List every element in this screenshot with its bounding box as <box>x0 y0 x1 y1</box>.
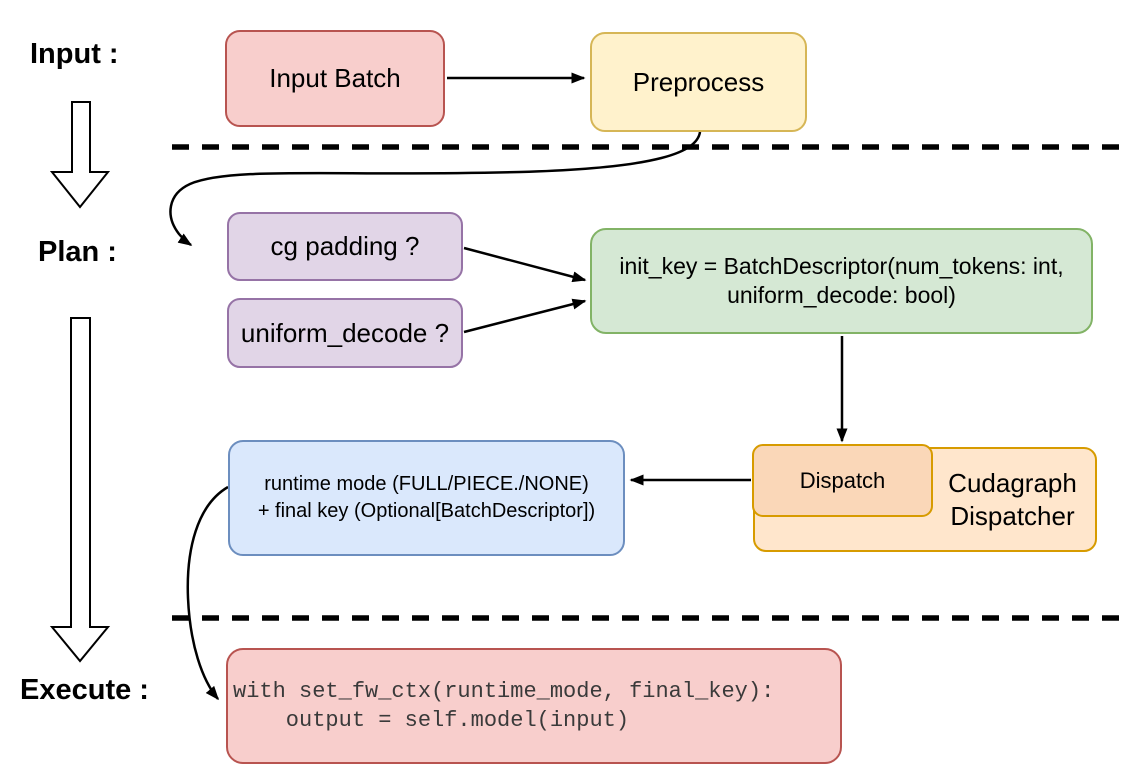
node-execute-code-line2: output = self.model(input) <box>233 708 630 733</box>
node-runtime-mode: runtime mode (FULL/PIECE./NONE) + final … <box>228 440 625 556</box>
node-runtime-mode-line1: runtime mode (FULL/PIECE./NONE) <box>264 473 589 495</box>
node-input-batch: Input Batch <box>225 30 445 127</box>
node-cudagraph-dispatcher-line2: Dispatcher <box>950 500 1075 531</box>
arrow-uniform-decode-to-init-key <box>463 298 587 334</box>
node-cudagraph-dispatcher-line1: Cudagraph <box>948 467 1077 498</box>
stage-label-execute: Execute : <box>20 674 149 706</box>
stage-label-plan: Plan : <box>38 236 117 268</box>
node-uniform-decode-label: uniform_decode ? <box>240 317 450 348</box>
node-cudagraph-dispatcher-label: Cudagraph Dispatcher <box>935 449 1090 550</box>
node-runtime-mode-line2: + final key (Optional[BatchDescriptor]) <box>257 500 596 522</box>
node-init-key: init_key = BatchDescriptor(num_tokens: i… <box>590 228 1093 334</box>
node-execute-code: with set_fw_ctx(runtime_mode, final_key)… <box>226 648 842 764</box>
node-preprocess-label: Preprocess <box>632 66 765 97</box>
curve-preprocess-to-cg-padding <box>169 131 702 247</box>
node-dispatch-label: Dispatch <box>799 467 886 493</box>
node-execute-code-line1: with set_fw_ctx(runtime_mode, final_key)… <box>233 679 775 704</box>
arrow-cg-padding-to-init-key <box>463 246 587 283</box>
node-init-key-line2: uniform_decode: bool) <box>727 282 956 308</box>
node-uniform-decode: uniform_decode ? <box>227 298 463 368</box>
node-dispatch: Dispatch <box>752 444 933 517</box>
plan-stage-down-arrow-icon <box>49 317 111 663</box>
node-init-key-line1: init_key = BatchDescriptor(num_tokens: i… <box>619 253 1064 279</box>
curve-runtime-mode-to-execute-code <box>186 485 229 701</box>
node-preprocess: Preprocess <box>590 32 807 132</box>
node-cg-padding: cg padding ? <box>227 212 463 281</box>
node-input-batch-label: Input Batch <box>269 63 401 94</box>
node-cg-padding-label: cg padding ? <box>270 231 420 262</box>
stage-label-input: Input : <box>30 38 119 70</box>
input-stage-down-arrow-icon <box>49 101 111 209</box>
